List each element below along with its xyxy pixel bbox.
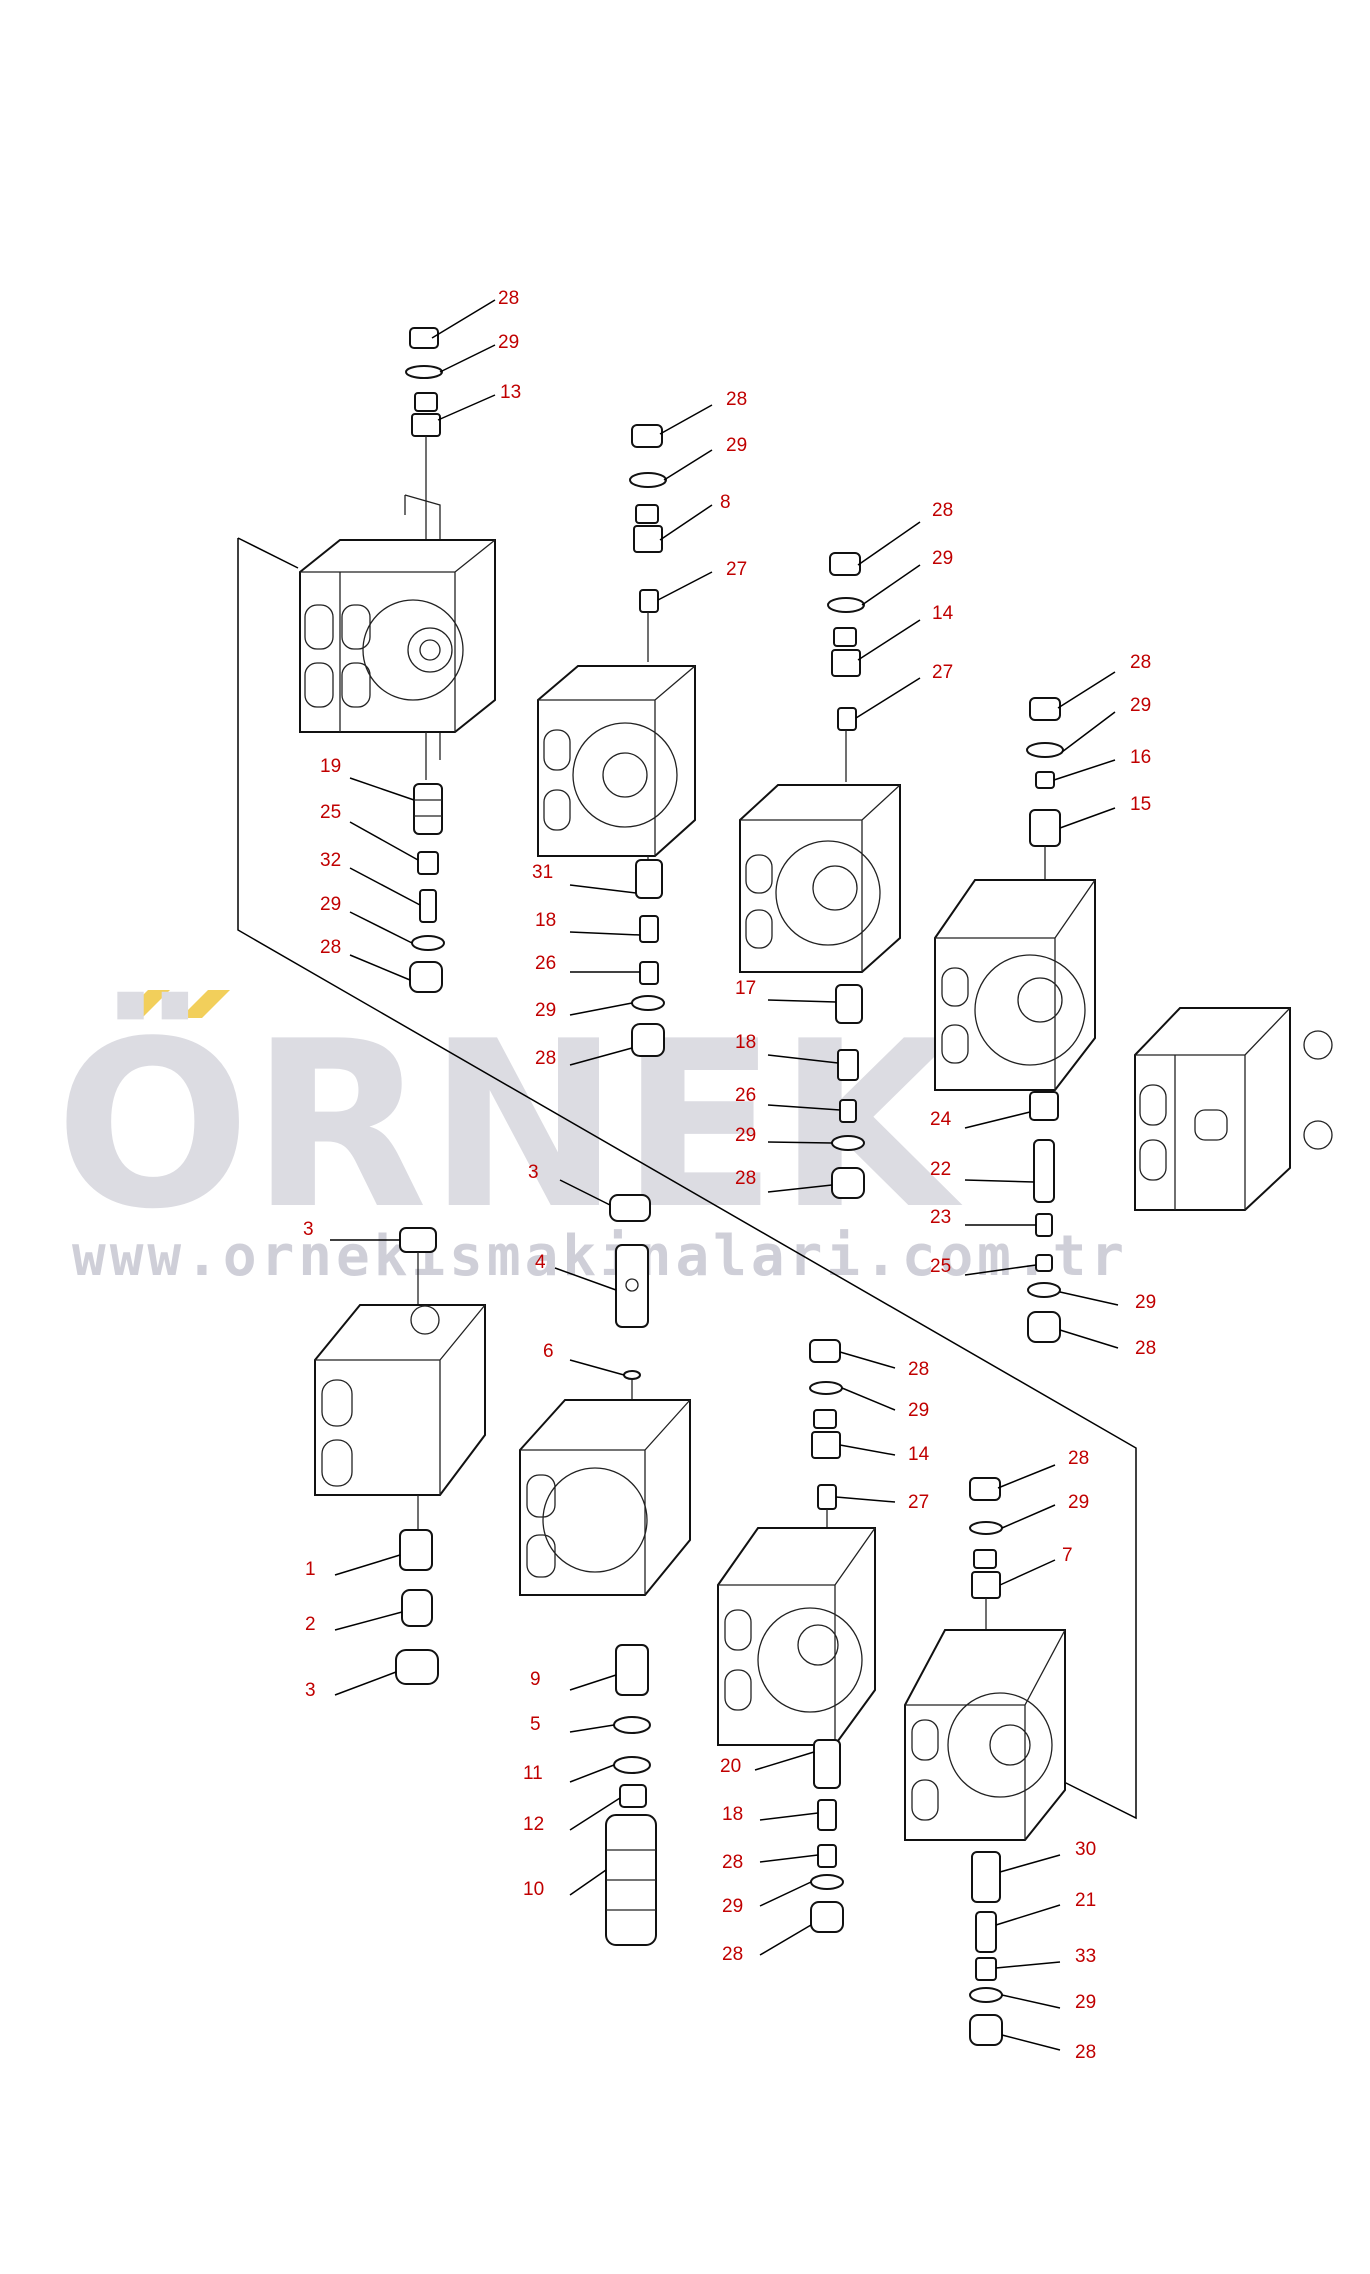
callout-c33: 23 [930, 1207, 951, 1228]
callout-c36: 28 [1135, 1338, 1156, 1359]
callout-c15: 26 [535, 953, 556, 974]
callout-c1: 28 [498, 288, 519, 309]
callout-c22: 17 [735, 978, 756, 999]
callout-c19: 29 [932, 548, 953, 569]
callout-c54: 18 [722, 1804, 743, 1825]
callout-c16: 29 [535, 1000, 556, 1021]
callout-c58: 28 [1068, 1448, 1089, 1469]
callout-c47: 12 [523, 1814, 544, 1835]
callout-c41: 3 [528, 1162, 539, 1183]
callout-c65: 28 [1075, 2042, 1096, 2063]
callout-c39: 2 [305, 1614, 316, 1635]
valve-section-13 [299, 327, 496, 993]
callout-c12: 27 [726, 559, 747, 580]
callout-c14: 18 [535, 910, 556, 931]
callout-c61: 30 [1075, 1839, 1096, 1860]
watermark: ÖRNEK www.ornekismakinalari.com.tr [55, 990, 1128, 1289]
main-relief-section [519, 1194, 691, 1946]
callout-c25: 29 [735, 1125, 756, 1146]
watermark-accent-left [120, 990, 170, 1018]
callout-c44: 9 [530, 1669, 541, 1690]
callout-c48: 10 [523, 1879, 544, 1900]
callout-c4: 19 [320, 756, 341, 777]
callout-c26: 28 [735, 1168, 756, 1189]
callout-c31: 24 [930, 1109, 952, 1130]
callout-c42: 4 [535, 1252, 546, 1273]
watermark-url: www.ornekismakinalari.com.tr [72, 1224, 1128, 1289]
callout-c60: 7 [1062, 1545, 1073, 1566]
assembly-outline [237, 537, 1137, 1820]
callout-c52: 27 [908, 1492, 929, 1513]
callout-c6: 32 [320, 850, 341, 871]
watermark-logo-text: ÖRNEK [55, 991, 963, 1260]
callout-c21: 27 [932, 662, 953, 683]
valve-section-14-top [739, 552, 901, 1199]
callout-c64: 29 [1075, 1992, 1096, 2013]
callout-c53: 20 [720, 1756, 741, 1777]
callout-c17: 28 [535, 1048, 556, 1069]
callout-c2: 29 [498, 332, 519, 353]
callout-c45: 5 [530, 1714, 541, 1735]
callout-c27: 28 [1130, 652, 1151, 673]
valve-section-7 [904, 1477, 1066, 2046]
callout-c13: 31 [532, 862, 553, 883]
valve-section-14-bottom [717, 1339, 876, 1933]
callout-c18: 28 [932, 500, 953, 521]
valve-section-8 [537, 424, 696, 1057]
callout-c30: 15 [1130, 794, 1151, 815]
callout-c40: 3 [305, 1680, 316, 1701]
callout-c7: 29 [320, 894, 341, 915]
watermark-accent-right [180, 990, 230, 1018]
callout-c11: 8 [720, 492, 731, 513]
inlet-section [314, 1227, 486, 1685]
callout-c20: 14 [932, 603, 954, 624]
callout-c23: 18 [735, 1032, 756, 1053]
callout-c32: 22 [930, 1159, 951, 1180]
callout-c28: 29 [1130, 695, 1151, 716]
callout-c10: 29 [726, 435, 747, 456]
callout-c63: 33 [1075, 1946, 1096, 1967]
callout-c8: 28 [320, 937, 341, 958]
callout-c29: 16 [1130, 747, 1151, 768]
callout-c37: 3 [303, 1219, 314, 1240]
callout-c46: 11 [523, 1763, 543, 1784]
valve-section-15 [934, 697, 1096, 1343]
callout-c38: 1 [305, 1559, 316, 1580]
callout-c55: 28 [722, 1852, 743, 1873]
callout-c34: 25 [930, 1256, 951, 1277]
callout-c35: 29 [1135, 1292, 1156, 1313]
callout-c59: 29 [1068, 1492, 1089, 1513]
callout-c9: 28 [726, 389, 747, 410]
end-block-right [1134, 1007, 1333, 1211]
callout-c24: 26 [735, 1085, 756, 1106]
callout-c51: 14 [908, 1444, 930, 1465]
callout-c56: 29 [722, 1896, 743, 1917]
callout-c43: 6 [543, 1341, 554, 1362]
callout-c50: 29 [908, 1400, 929, 1421]
callout-c5: 25 [320, 802, 341, 823]
callout-c3: 13 [500, 382, 521, 403]
callout-c49: 28 [908, 1359, 929, 1380]
callout-c57: 28 [722, 1944, 743, 1965]
callout-c62: 21 [1075, 1890, 1096, 1911]
callouts: 28 29 13 19 25 32 29 28 28 29 8 27 31 18… [303, 288, 1156, 2063]
